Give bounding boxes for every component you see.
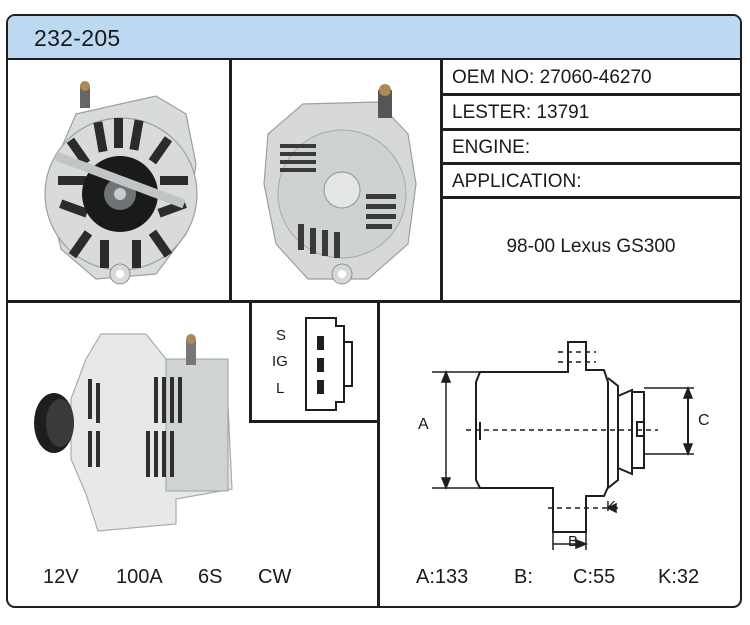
alternator-side-photo <box>34 333 233 532</box>
dim-label-b: B <box>568 533 579 550</box>
alternator-rear-photo <box>263 84 417 285</box>
divider <box>440 93 740 96</box>
divider <box>249 420 379 423</box>
divider <box>249 300 252 422</box>
oem-row: OEM NO: 27060-46270 <box>452 67 652 89</box>
lester-value: 13791 <box>536 102 590 123</box>
divider <box>440 58 443 302</box>
divider <box>377 300 380 606</box>
alternator-front-photo <box>44 81 198 285</box>
pin-label-s: S <box>276 327 287 344</box>
dimension-drawing <box>432 341 694 550</box>
header-bar: 232-205 <box>8 16 740 60</box>
divider <box>440 128 740 131</box>
lester-label: LESTER: <box>452 102 532 123</box>
pin-label-ig: IG <box>272 353 288 370</box>
product-spec-sheet: 232-205 OEM NO: 27060-46270 LESTER: 1379… <box>6 14 742 608</box>
amperage-rating: 100A <box>116 566 163 588</box>
divider <box>440 196 740 199</box>
voltage-rating: 12V <box>43 566 79 588</box>
pin-label-l: L <box>276 380 285 397</box>
oem-value: 27060-46270 <box>539 67 652 88</box>
dim-label-a: A <box>418 416 429 433</box>
application-value: 98-00 Lexus GS300 <box>506 236 676 257</box>
application-row: APPLICATION: <box>452 171 582 193</box>
application-label: APPLICATION: <box>452 171 582 192</box>
divider <box>440 162 740 165</box>
part-number-title: 232-205 <box>34 25 121 51</box>
dimension-k: K:32 <box>658 566 700 588</box>
engine-label: ENGINE: <box>452 137 531 158</box>
dim-label-k: K <box>606 498 617 515</box>
divider <box>8 300 740 303</box>
dim-label-c: C <box>698 412 710 429</box>
oem-label: OEM NO: <box>452 67 535 88</box>
divider <box>229 58 232 302</box>
dimension-b: B: <box>514 566 533 588</box>
pulley-type: 6S <box>198 566 223 588</box>
dimension-c: C:55 <box>573 566 616 588</box>
lester-row: LESTER: 13791 <box>452 102 589 124</box>
dimension-a: A:133 <box>416 566 469 588</box>
rotation-direction: CW <box>258 566 292 588</box>
engine-row: ENGINE: <box>452 137 530 159</box>
connector-diagram <box>305 317 353 411</box>
